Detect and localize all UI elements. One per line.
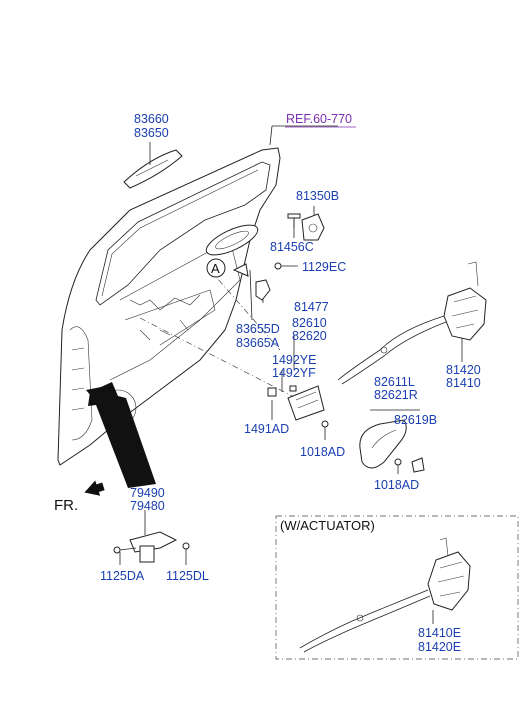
label-83660: 83660: [134, 112, 169, 126]
inset-title: (W/ACTUATOR): [280, 518, 375, 533]
label-81477: 81477: [294, 300, 329, 314]
label-1492yf: 1492YF: [272, 366, 316, 380]
label-82621r: 82621R: [374, 388, 418, 402]
label-1492ye: 1492YE: [272, 353, 316, 367]
part-illustrations: [84, 213, 487, 563]
label-1125dl: 1125DL: [166, 569, 209, 583]
label-81350b: 81350B: [296, 189, 339, 203]
door-panel: [57, 147, 281, 466]
label-82610: 82610: [292, 316, 327, 330]
label-1129ec: 1129EC: [302, 260, 346, 274]
label-83655d: 83655D: [236, 322, 280, 336]
label-79480: 79480: [130, 499, 165, 513]
label-82619b: 82619B: [394, 413, 437, 427]
label-1018ad-1: 1018AD: [300, 445, 345, 459]
label-1125da: 1125DA: [100, 569, 145, 583]
marker-a: A: [211, 261, 220, 276]
label-82611l: 82611L: [374, 375, 415, 389]
actuator-inset: [275, 515, 519, 660]
part-labels: REF.60-770 83660 83650 81350B 81456C 112…: [54, 112, 481, 654]
label-81410: 81410: [446, 376, 481, 390]
label-83665a: 83665A: [236, 336, 280, 350]
label-82620: 82620: [292, 329, 327, 343]
label-81456c: 81456C: [270, 240, 314, 254]
label-1491ad: 1491AD: [244, 422, 289, 436]
label-81410e: 81410E: [418, 626, 461, 640]
label-1018ad-2: 1018AD: [374, 478, 419, 492]
label-83650: 83650: [134, 126, 169, 140]
label-81420e: 81420E: [418, 640, 461, 654]
direction-label: FR.: [54, 497, 78, 514]
ref-label: REF.60-770: [286, 112, 352, 126]
label-81420: 81420: [446, 363, 481, 377]
label-79490: 79490: [130, 486, 165, 500]
